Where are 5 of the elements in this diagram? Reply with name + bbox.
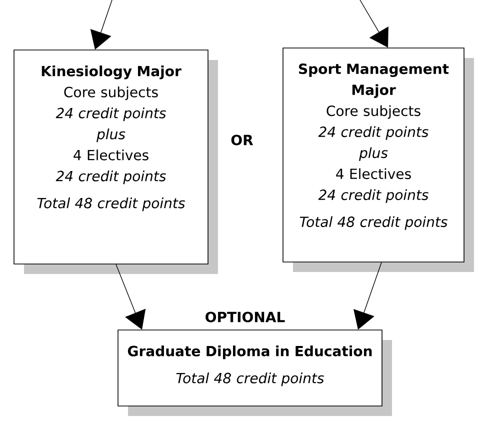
text-box: Kinesiology Major Core subjects 24 credit points plus 4 Electives 24 credit points Total 48 credit points [14, 50, 218, 274]
text-box: Graduate Diploma in Education Total 48 credit points [118, 330, 392, 416]
text-box: Sport Management Major Core subjects 24 credit points plus 4 Electives 24 credit points Total 48 credit points [282, 48, 474, 272]
label: OPTIONAL [206, 312, 285, 322]
label: OR [231, 134, 254, 146]
